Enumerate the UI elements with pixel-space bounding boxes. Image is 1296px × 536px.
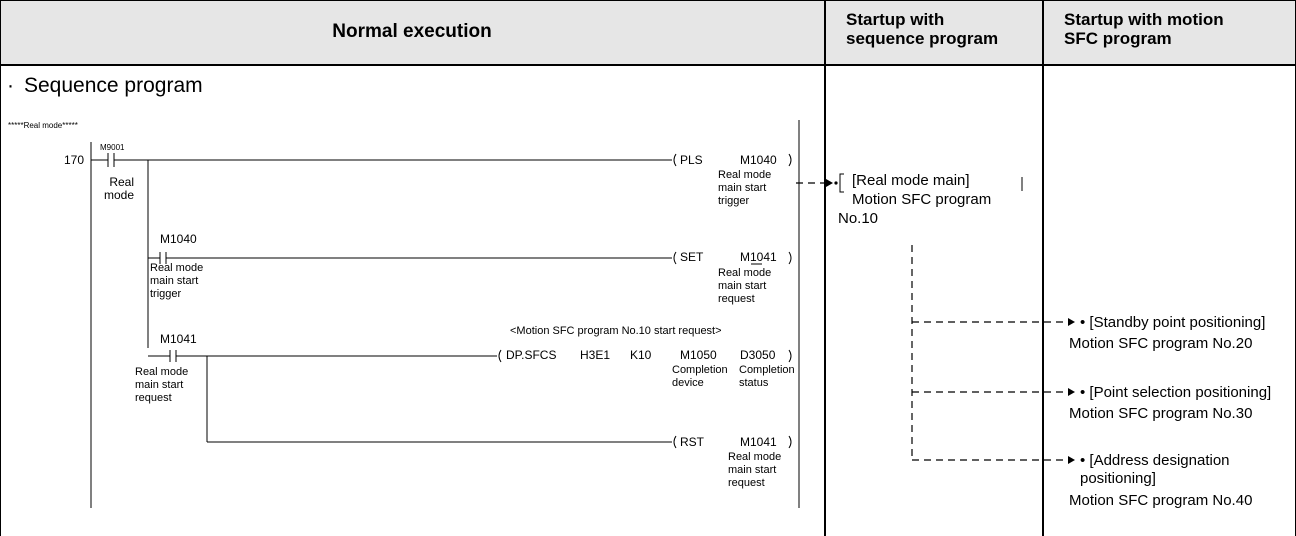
rung1-contact: M9001 [100,143,125,152]
bracket-sfcs [498,349,502,363]
rung2-operand: M1041 [740,250,777,264]
sfc-item-standby-name: • [Standby point positioning] [1080,314,1266,331]
rung3-operand-4: D3050 [740,348,776,362]
bracket-set [673,251,677,265]
sfc-item-point-selection-name: • [Point selection positioning] [1080,384,1272,401]
rung3-operand-1: H3E1 [580,348,611,362]
section-bullet: · [7,74,14,97]
mode-comment: *****Real mode***** [8,121,78,130]
sfc-item-point-selection-program: Motion SFC program No.30 [1069,405,1253,422]
rung3-completion-status: Completion status [739,364,795,389]
rung3-operand-2: K10 [630,348,652,362]
rung1-operand-comment: Real mode main start trigger [718,169,772,207]
rung3-completion-device: Completion device [672,364,728,389]
arrow-head-standby [1068,318,1075,326]
rst-instruction: RST [680,435,704,449]
header-startup-sequence: Startup with sequence program [826,0,1042,64]
rung2-contact: M1040 [160,232,197,246]
header-normal-execution: Normal execution [0,0,824,64]
bracket-pls [673,153,677,167]
rung3-operand-3: M1050 [680,348,717,362]
rung2-operand-comment: Real mode main start request [718,267,772,305]
rung1-instruction: PLS [680,153,703,167]
sfc-item-address-program: Motion SFC program No.40 [1069,492,1253,509]
bracket-rst [673,435,677,449]
rst-comment: Real mode main start request [728,451,782,489]
sequence-program-no: No.10 [838,210,879,227]
column-divider-1 [824,0,826,536]
table-top-border [0,0,1296,1]
rung3-contact-comment: Real mode main start request [135,366,189,404]
rung3-contact: M1041 [160,332,197,346]
rst-operand: M1041 [740,435,777,449]
column-divider-2 [1042,0,1044,536]
section-title: Sequence program [24,74,203,97]
rung1-operand: M1040 [740,153,777,167]
rung3-annotation: <Motion SFC program No.10 start request> [510,325,722,337]
rung2-instruction: SET [680,250,704,264]
rung3-instruction: DP.SFCS [506,348,557,362]
rung2-contact-comment: Real mode main start trigger [150,262,204,300]
bracket-left-program [839,173,844,193]
header-bottom-border [0,64,1296,66]
step-number: 170 [64,153,85,167]
arrow-head-address [1068,456,1075,464]
header-startup-sfc: Startup with motion SFC program [1044,0,1296,64]
sfc-item-address-name: • [Address designation positioning] [1080,452,1230,487]
sfc-item-standby-program: Motion SFC program No.20 [1069,335,1253,352]
arrow-head-point-selection [1068,388,1075,396]
rung1-contact-comment: Real mode [103,175,134,202]
arrow-head-pls [826,179,833,187]
sequence-program-line: Motion SFC program [852,191,992,208]
table-left-border [0,0,1,536]
sequence-program-name: [Real mode main] [852,172,970,189]
